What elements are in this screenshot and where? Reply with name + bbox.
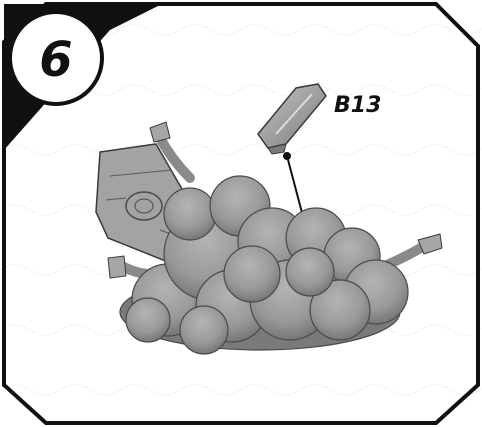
step-number: 6 — [39, 32, 72, 88]
part-code-label: B13 — [334, 93, 381, 118]
